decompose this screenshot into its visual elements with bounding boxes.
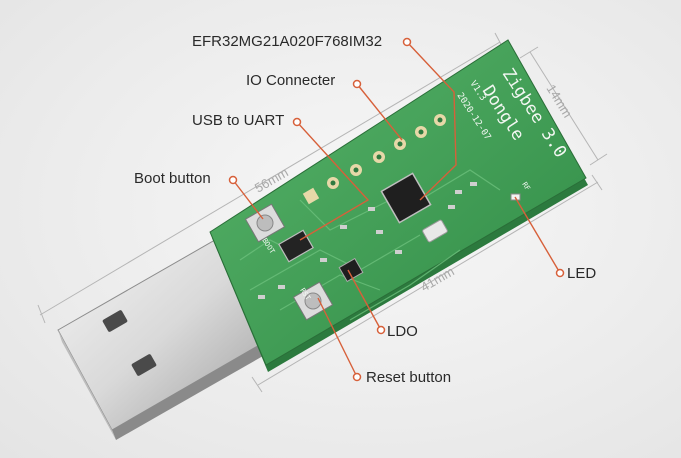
label-boot-button: Boot button bbox=[134, 170, 211, 187]
silk-rf: RF bbox=[520, 181, 531, 192]
io-header-pads bbox=[302, 114, 446, 205]
label-mcu: EFR32MG21A020F768IM32 bbox=[192, 33, 383, 50]
usb-hole-icon bbox=[131, 354, 157, 376]
callout-lines bbox=[232, 41, 561, 378]
usb-uart-chip bbox=[278, 229, 314, 263]
reset-button-component bbox=[292, 281, 334, 321]
mcu-chip bbox=[380, 172, 432, 224]
boot-button-component bbox=[244, 203, 286, 243]
label-io-connector: IO Connecter bbox=[246, 72, 336, 89]
crystal bbox=[422, 219, 448, 243]
label-usb-uart: USB to UART bbox=[192, 112, 285, 129]
label-ldo: LDO bbox=[387, 323, 418, 340]
callout-dots bbox=[228, 37, 565, 382]
usb-hole-icon bbox=[102, 310, 128, 332]
usb-plug bbox=[57, 239, 270, 440]
label-led: LED bbox=[567, 265, 597, 282]
ldo-chip bbox=[338, 257, 364, 283]
label-reset-button: Reset button bbox=[366, 369, 452, 386]
